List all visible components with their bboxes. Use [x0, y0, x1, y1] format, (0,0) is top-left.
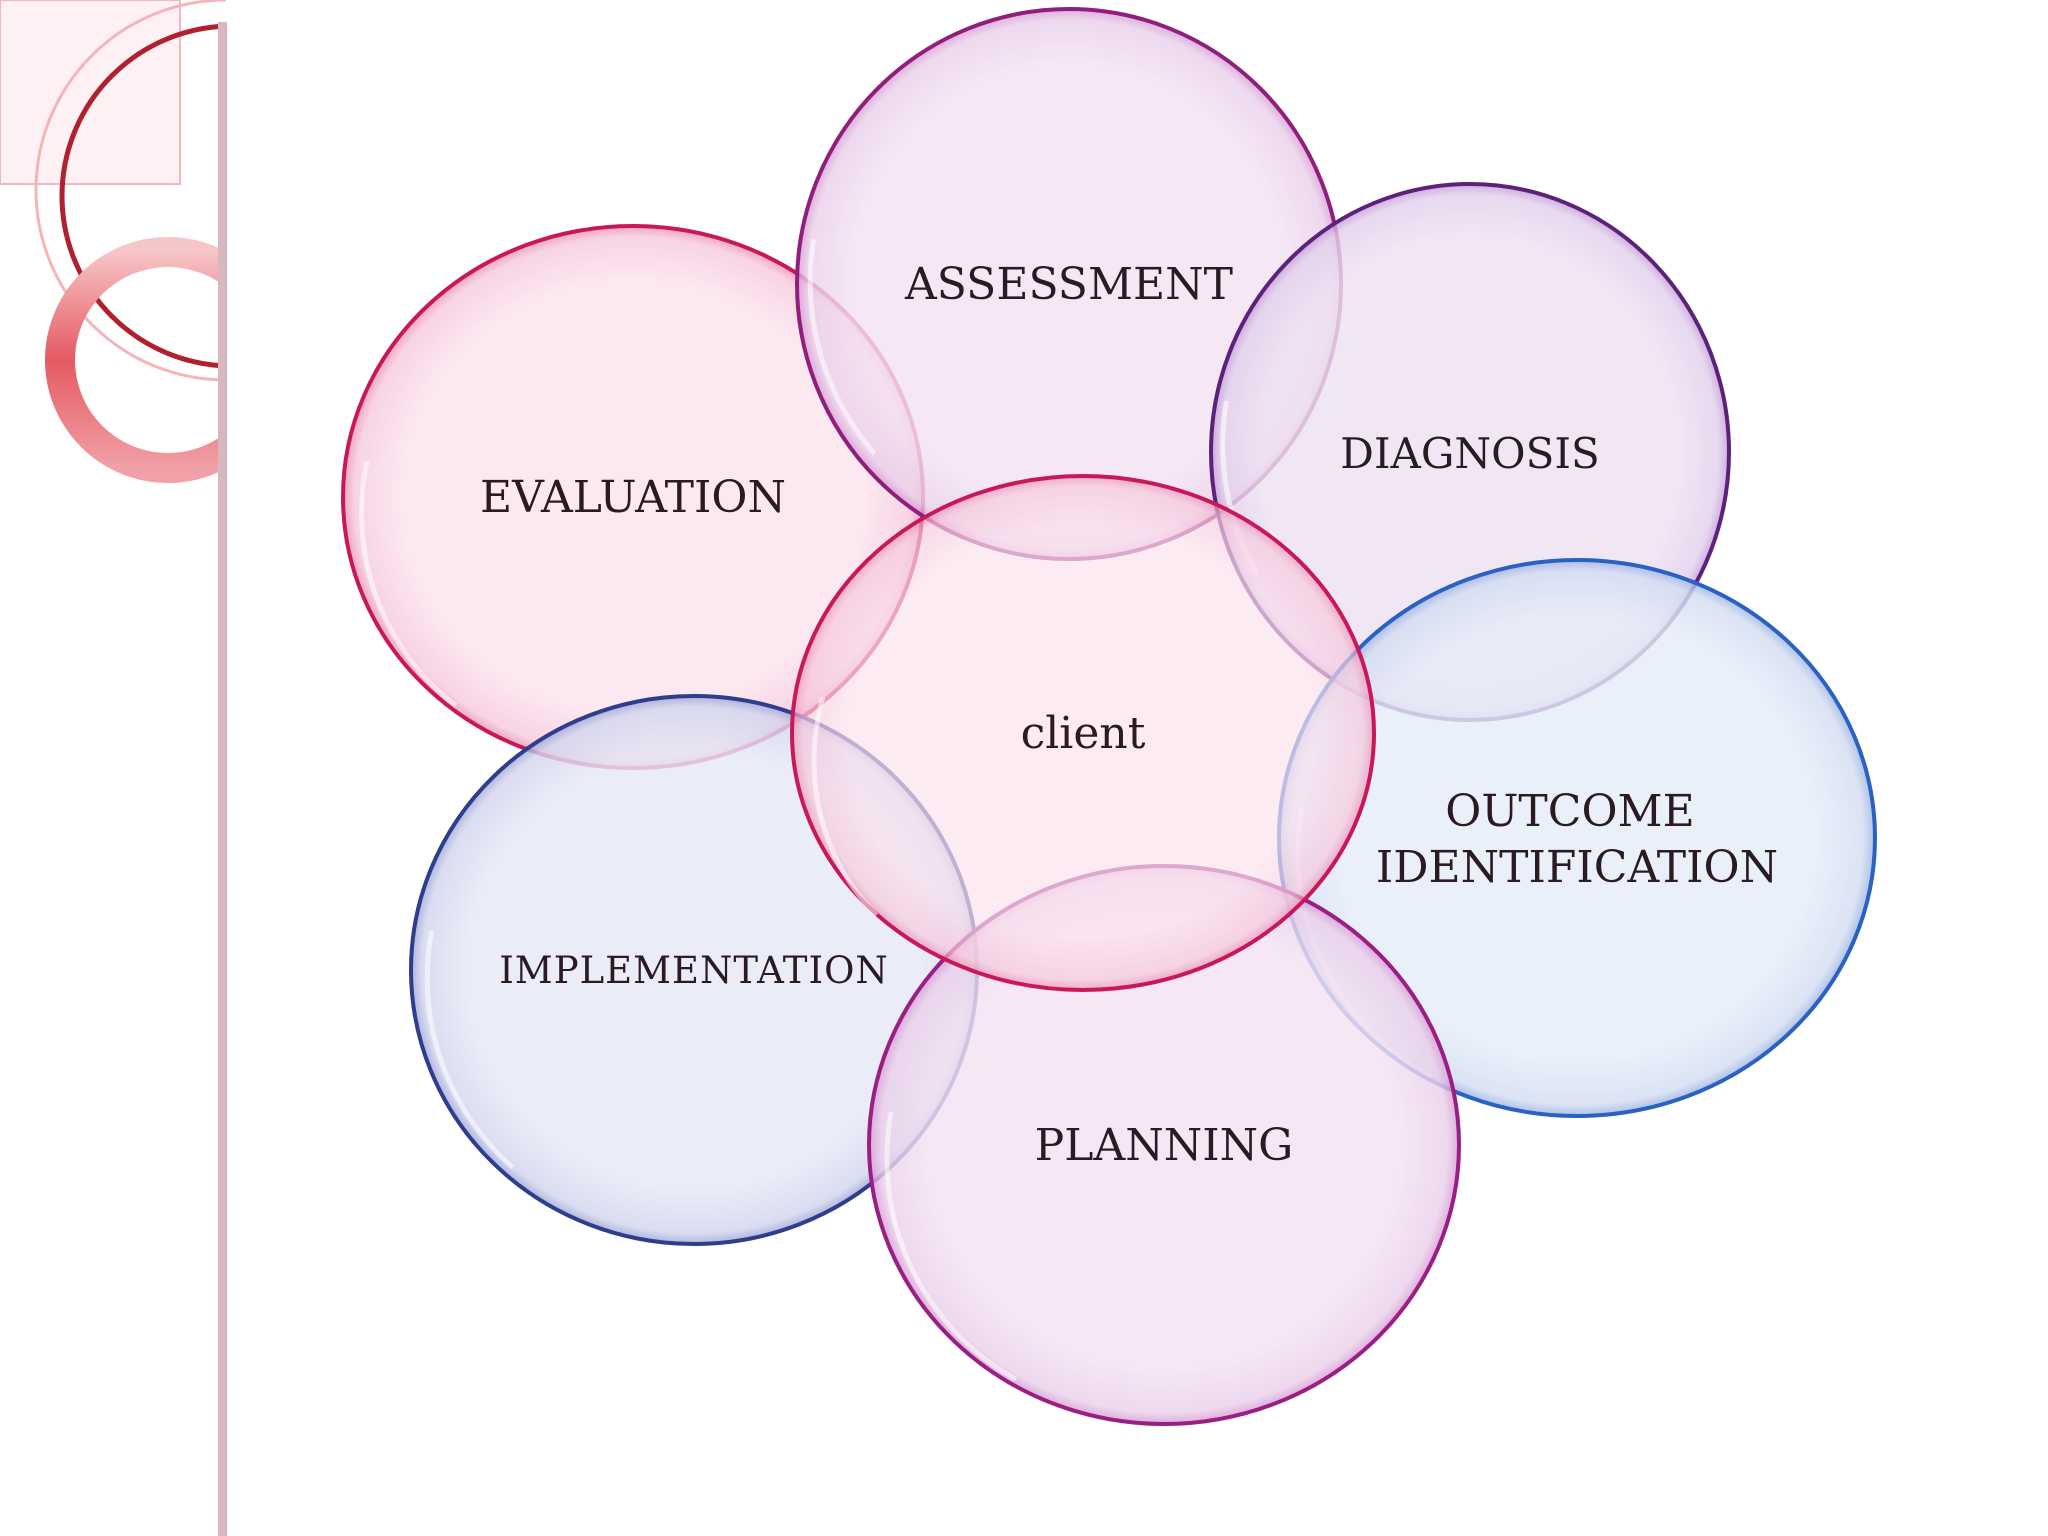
evaluation-label: EVALUATION — [480, 472, 786, 523]
client-label: client — [1021, 708, 1146, 759]
assessment-label: ASSESSMENT — [904, 259, 1233, 310]
outcome-label-line-2: IDENTIFICATION — [1376, 842, 1778, 893]
diagnosis-label: DIAGNOSIS — [1340, 429, 1599, 478]
outcome-label-line-1: OUTCOME — [1445, 786, 1694, 837]
planning-label: PLANNING — [1035, 1120, 1294, 1171]
implementation-label: IMPLEMENTATION — [499, 949, 889, 992]
